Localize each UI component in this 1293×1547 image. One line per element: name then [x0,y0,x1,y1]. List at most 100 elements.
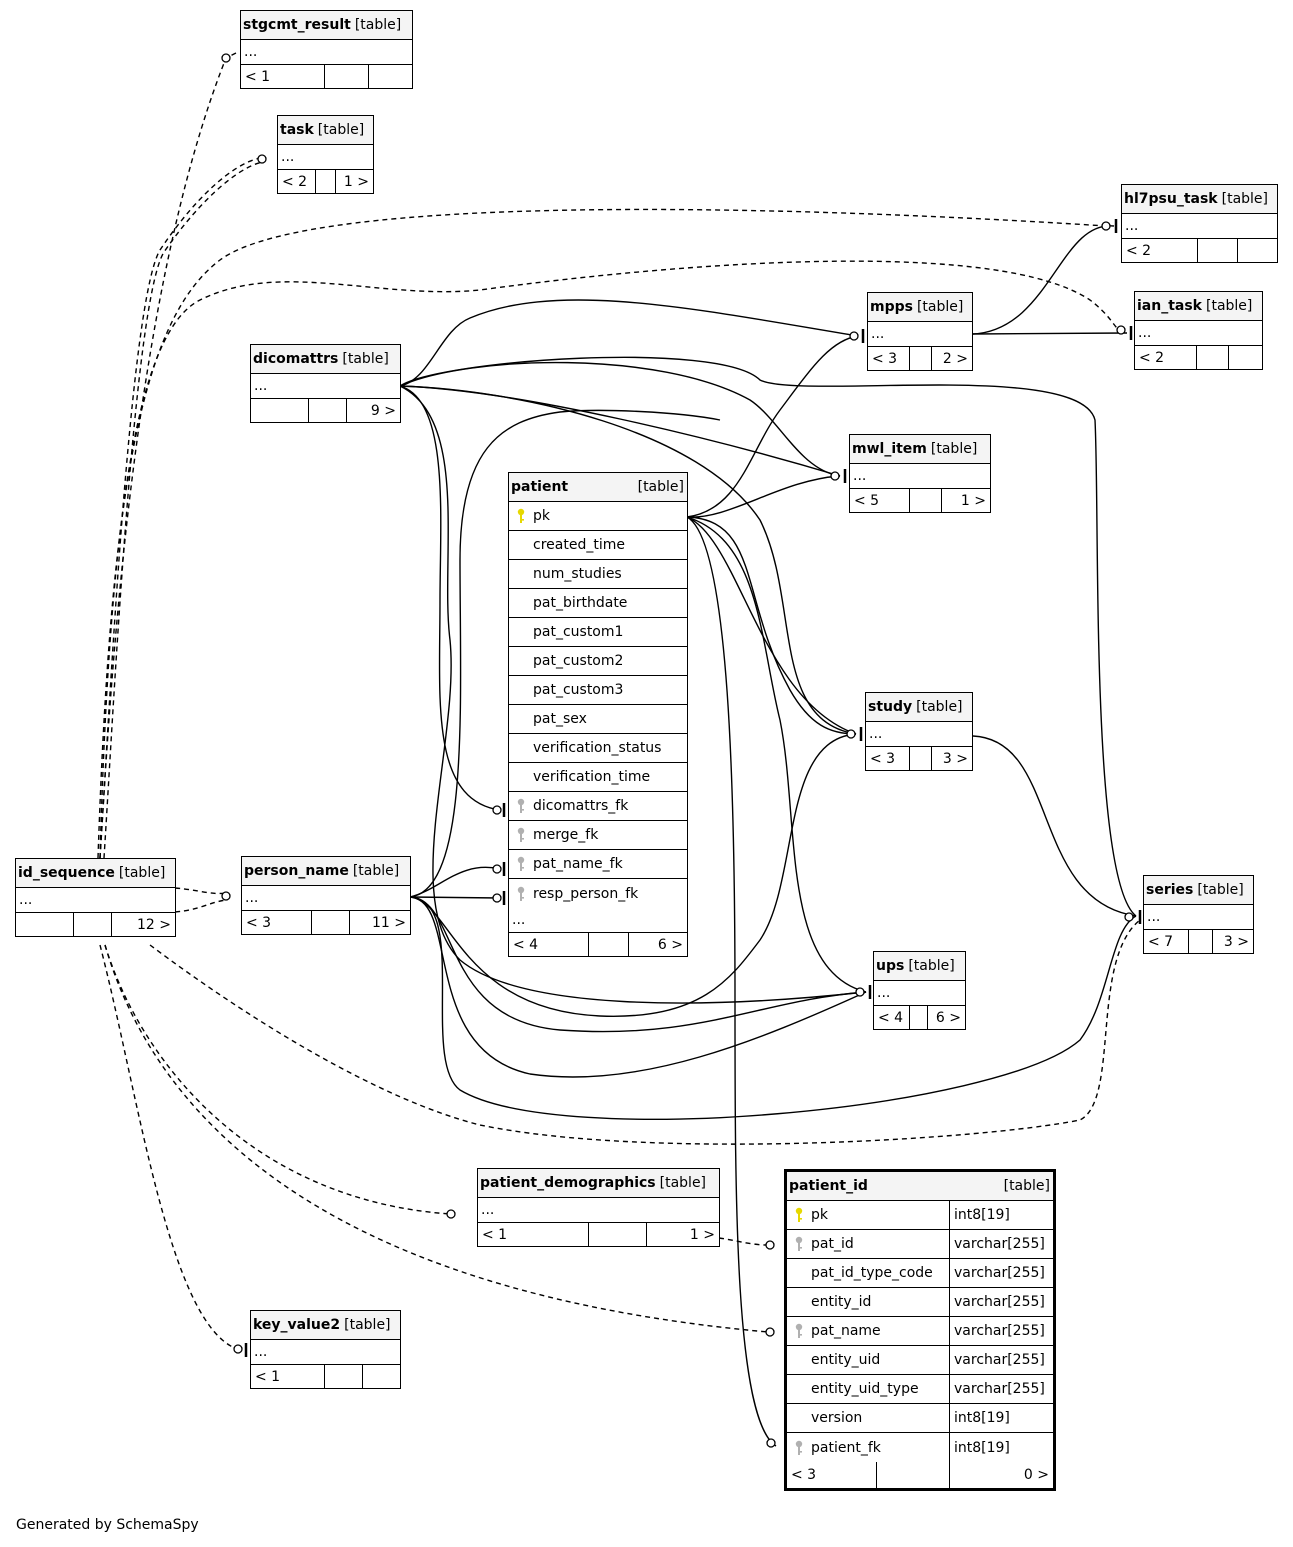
parents-count[interactable]: < 3 [866,747,910,770]
table-name: mpps [870,299,913,315]
parents-count[interactable]: < 1 [241,65,325,88]
children-count[interactable]: 6 > [657,936,683,953]
column-row[interactable]: verification_time [509,763,687,792]
column-type: varchar[255] [949,1317,1053,1345]
children-count[interactable]: 9 > [370,402,396,419]
parents-count[interactable]: < 2 [1135,346,1197,369]
table-type: [table] [637,479,684,495]
column-row[interactable]: pat_name_fk [509,850,687,879]
rel-dicomattrs-series [399,356,1137,917]
children-count[interactable]: 0 > [1023,1467,1049,1483]
column-row[interactable]: pat_custom3 [509,676,687,705]
column-type: varchar[255] [949,1230,1053,1258]
column-row[interactable]: pk [509,502,687,531]
footer-middle [1189,930,1213,953]
column-row[interactable]: created_time [509,531,687,560]
column-name: pat_id_type_code [811,1265,933,1281]
table-name: series [1146,882,1194,898]
ellipsis: ... [874,981,965,1006]
parents-count[interactable]: < 1 [478,1223,589,1246]
column-name: verification_status [533,740,662,756]
table-dicomattrs[interactable]: dicomattrs[table] ... 9 > [250,344,401,423]
table-ian-task[interactable]: ian_task[table] ... < 2 [1134,291,1263,370]
table-stgcmt-result[interactable]: stgcmt_result[table] ... < 1 [240,10,413,89]
table-id-sequence[interactable]: id_sequence[table] ... 12 > [15,858,176,937]
column-row[interactable]: dicomattrs_fk [509,792,687,821]
rel-idseq-keyvalue [99,944,241,1351]
children-count[interactable] [1238,239,1277,262]
children-count[interactable]: 6 > [935,1009,961,1026]
column-row[interactable]: pat_sex [509,705,687,734]
children-count[interactable] [369,65,412,88]
rel-patient-patientid [686,516,777,1447]
parents-count[interactable]: < 3 [868,347,910,370]
column-row[interactable]: num_studies [509,560,687,589]
parents-count[interactable]: < 4 [874,1006,910,1029]
rel-patient-study [686,516,857,735]
column-row[interactable]: pat_custom1 [509,618,687,647]
column-name: patient_fk [811,1439,881,1456]
table-name: patient_id [789,1178,868,1194]
children-count[interactable]: 1 > [343,173,369,190]
parents-count[interactable] [16,913,74,936]
parents-count[interactable]: < 1 [251,1365,325,1388]
column-name: pat_custom2 [533,653,624,669]
rel-personname-ups [409,896,867,1033]
children-count[interactable]: 2 > [942,350,968,367]
ellipsis: ... [866,722,972,747]
rel-patient-mpps [686,335,859,518]
footer-middle [325,65,369,88]
table-name: patient_demographics [480,1175,656,1191]
children-count[interactable]: 3 > [1223,933,1249,950]
children-count[interactable]: 1 > [689,1226,715,1243]
ellipsis: ... [241,40,412,65]
children-count[interactable]: 3 > [942,750,968,767]
footer-middle [309,399,347,422]
children-count[interactable] [363,1365,400,1388]
parents-count[interactable]: < 3 [242,911,312,934]
children-count[interactable]: 1 > [960,492,986,509]
parents-count[interactable]: < 3 [787,1462,877,1488]
column-row[interactable]: pat_custom2 [509,647,687,676]
footer-middle [316,170,336,193]
rel-personname-series [409,896,1137,1120]
children-count[interactable]: 11 > [372,914,406,931]
column-row[interactable]: resp_person_fk [509,879,687,908]
table-key-value2[interactable]: key_value2[table] ... < 1 [250,1310,401,1389]
table-name: person_name [244,863,349,879]
table-type: [table] [659,1175,707,1191]
column-name: entity_uid [811,1352,881,1368]
table-type: [table] [930,441,978,457]
parents-count[interactable]: < 7 [1144,930,1189,953]
column-row[interactable]: pat_birthdate [509,589,687,618]
children-count[interactable] [1229,346,1262,369]
parents-count[interactable]: < 2 [1122,239,1198,262]
parents-count[interactable]: < 2 [278,170,316,193]
table-hl7psu-task[interactable]: hl7psu_task[table] ... < 2 [1121,184,1278,263]
parents-count[interactable] [251,399,309,422]
column-row[interactable]: merge_fk [509,821,687,850]
parents-count[interactable]: < 4 [509,933,589,956]
children-count[interactable]: 12 > [137,916,171,933]
column-row[interactable]: verification_status [509,734,687,763]
parents-count[interactable]: < 5 [850,489,910,512]
